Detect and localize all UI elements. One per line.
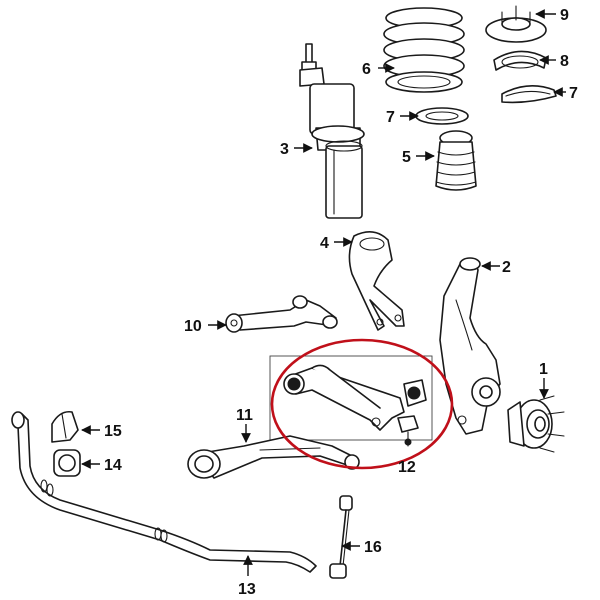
spring-insulator-upper[interactable] — [501, 85, 557, 104]
lower-control-arm[interactable] — [269, 355, 433, 447]
hub-bearing-assembly[interactable] — [507, 395, 565, 453]
callout-3: 3 — [280, 141, 289, 158]
callout-7-left: 7 — [386, 109, 395, 126]
stabilizer-bushing[interactable] — [53, 449, 81, 477]
callout-6: 6 — [362, 61, 371, 78]
callout-4: 4 — [320, 235, 329, 252]
callout-7-right: 7 — [569, 85, 578, 102]
spring-upper-seat[interactable] — [493, 50, 547, 71]
callout-16: 16 — [364, 539, 382, 556]
callout-15: 15 — [104, 423, 122, 440]
dust-boot[interactable] — [435, 130, 477, 191]
stabilizer-link[interactable] — [329, 495, 353, 579]
strut-fork[interactable] — [348, 231, 405, 331]
callout-14: 14 — [104, 457, 122, 474]
callout-8: 8 — [560, 53, 569, 70]
coil-spring[interactable] — [383, 7, 465, 93]
strut-assembly[interactable] — [299, 43, 365, 219]
strut-mount[interactable] — [485, 5, 547, 43]
stabilizer-bracket[interactable] — [51, 410, 79, 443]
callout-13: 13 — [238, 581, 256, 598]
callout-2: 2 — [502, 259, 511, 276]
highlight-ellipse — [270, 338, 454, 470]
callout-5: 5 — [402, 149, 411, 166]
leader-lines — [81, 9, 566, 576]
callout-12: 12 — [398, 459, 416, 476]
lower-rear-arm[interactable] — [187, 435, 360, 479]
callout-10: 10 — [184, 318, 202, 335]
callout-9: 9 — [560, 7, 569, 24]
steering-knuckle[interactable] — [439, 257, 501, 435]
stabilizer-bar[interactable] — [11, 411, 317, 573]
spring-insulator-lower[interactable] — [415, 107, 469, 125]
callout-1: 1 — [539, 361, 548, 378]
upper-control-arm[interactable] — [225, 295, 338, 333]
callout-11: 11 — [236, 407, 253, 424]
callout-labels: 9 8 6 7 7 3 5 4 2 10 1 11 12 15 14 16 13 — [104, 7, 578, 598]
